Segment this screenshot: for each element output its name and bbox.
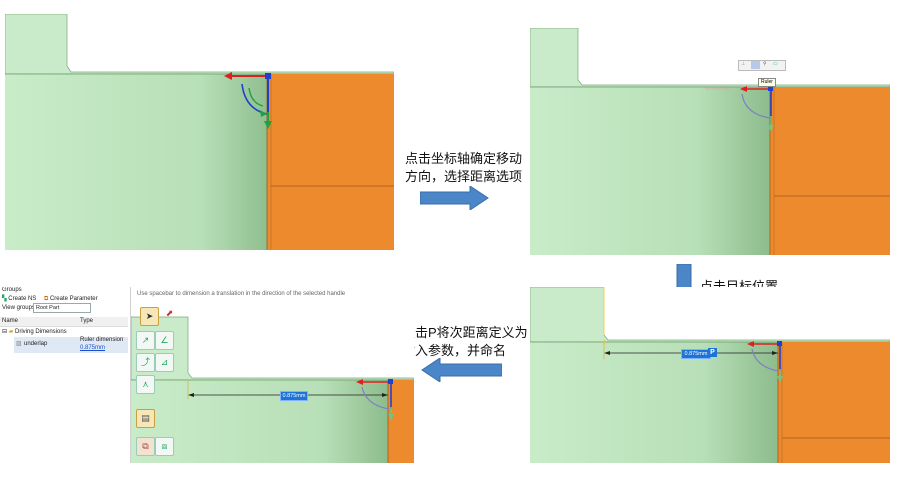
- screenshot-step2: ⊥ ⚲ ▭ Ruler: [530, 28, 890, 255]
- dimension-value-label[interactable]: 0.875mm: [681, 349, 711, 359]
- tool-column: ➤ ⬈ ↗ ∠ ⤴ ⊿ ⋏ ▤ ⧉ ⧈: [133, 307, 174, 463]
- axis-icon: ⋏: [142, 379, 149, 389]
- select-tool-button[interactable]: ➤: [140, 307, 159, 326]
- screenshot-step4: 0.875mm Use spacebar to dimension a tran…: [0, 287, 414, 463]
- cad-viewport[interactable]: [530, 28, 890, 255]
- along-trajectory-button[interactable]: ⤴: [136, 353, 155, 372]
- orange-block[interactable]: [778, 342, 890, 463]
- named-selection-icon: ▚: [2, 296, 7, 302]
- column-name[interactable]: Name: [2, 318, 19, 324]
- copy-tool-button[interactable]: ⧉: [136, 437, 155, 456]
- parameter-p-button[interactable]: P: [708, 348, 717, 357]
- tree-item-underlap[interactable]: ▨ underlap Ruler dimension 0.875mm: [14, 337, 128, 353]
- folder-icon: ▰: [8, 329, 14, 335]
- angle-tool-button[interactable]: ∠: [155, 331, 174, 350]
- tree-node-driving-dimensions[interactable]: ⊟ ▰ Driving Dimensions: [2, 329, 67, 335]
- pivot-tool-button[interactable]: ⊿: [155, 353, 174, 372]
- arrow-right-icon: [420, 186, 489, 210]
- dimension-value-label[interactable]: 0.875mm: [280, 391, 308, 401]
- status-hint: Use spacebar to dimension a translation …: [137, 291, 346, 297]
- angle-icon: ∠: [160, 335, 169, 345]
- create-ns-button[interactable]: ▚ Create NS: [2, 296, 37, 302]
- pivot-icon: ⊿: [160, 357, 169, 367]
- parameter-icon: ⧉: [43, 296, 49, 302]
- caption-step1: 点击坐标轴确定移动 方向，选择距离选项: [405, 151, 523, 184]
- panel-title: Groups: [2, 287, 22, 293]
- arrow-left-icon: [421, 358, 502, 382]
- expand-icon[interactable]: ⊟: [2, 329, 8, 335]
- dimension-icon: ▨: [16, 341, 22, 347]
- move-handle-icon[interactable]: [356, 379, 394, 421]
- ruler-tooltip: Ruler: [758, 78, 776, 87]
- ruler-toolbar[interactable]: ⊥ ⚲ ▭: [738, 60, 786, 71]
- dimension-icon[interactable]: ▭: [773, 61, 778, 67]
- orange-block[interactable]: [770, 87, 890, 255]
- pin-icon[interactable]: ⚲: [763, 61, 767, 67]
- ruler-icon[interactable]: [751, 61, 760, 69]
- orange-block[interactable]: [388, 380, 414, 463]
- cad-viewport[interactable]: [5, 14, 394, 250]
- column-type[interactable]: Type: [80, 318, 94, 324]
- caption-step3: 点击P将次距离定义为 输入参数，并命名: [402, 325, 528, 358]
- move-tool-button[interactable]: ↗: [136, 331, 155, 350]
- create-parameter-button[interactable]: ⧉ Create Parameter: [43, 296, 98, 302]
- view-groups-label: View groups in:: [2, 305, 43, 311]
- screenshot-step1: [5, 14, 394, 250]
- ruler-icon: ▤: [141, 413, 150, 423]
- cad-viewport[interactable]: [530, 287, 890, 463]
- ruler-tool-button[interactable]: ▤: [136, 409, 155, 428]
- detach-tool-button[interactable]: ⧈: [155, 437, 174, 456]
- select-extra-button[interactable]: ⬈: [161, 305, 178, 322]
- groups-panel: Groups ▚ Create NS ⧉ Create Parameter Vi…: [0, 287, 131, 463]
- move-handle-icon[interactable]: [224, 72, 272, 129]
- detach-icon: ⧈: [161, 441, 168, 451]
- move-handle-icon[interactable]: [705, 86, 774, 132]
- screenshot-step3: 0.875mm P: [530, 287, 890, 463]
- select-pointer-icon: ⬈: [165, 308, 174, 318]
- copy-icon: ⧉: [142, 441, 149, 451]
- axis-tool-button[interactable]: ⋏: [136, 375, 155, 394]
- orange-block[interactable]: [267, 74, 394, 250]
- trajectory-icon: ⤴: [140, 357, 150, 367]
- cursor-icon: ➤: [145, 311, 154, 321]
- view-groups-select[interactable]: Root Part: [33, 303, 91, 313]
- move-direction-icon: ↗: [141, 335, 150, 345]
- move-handle-icon[interactable]: [747, 341, 783, 383]
- tool-icon[interactable]: ⊥: [741, 61, 746, 67]
- tree-header: Name Type: [0, 317, 128, 327]
